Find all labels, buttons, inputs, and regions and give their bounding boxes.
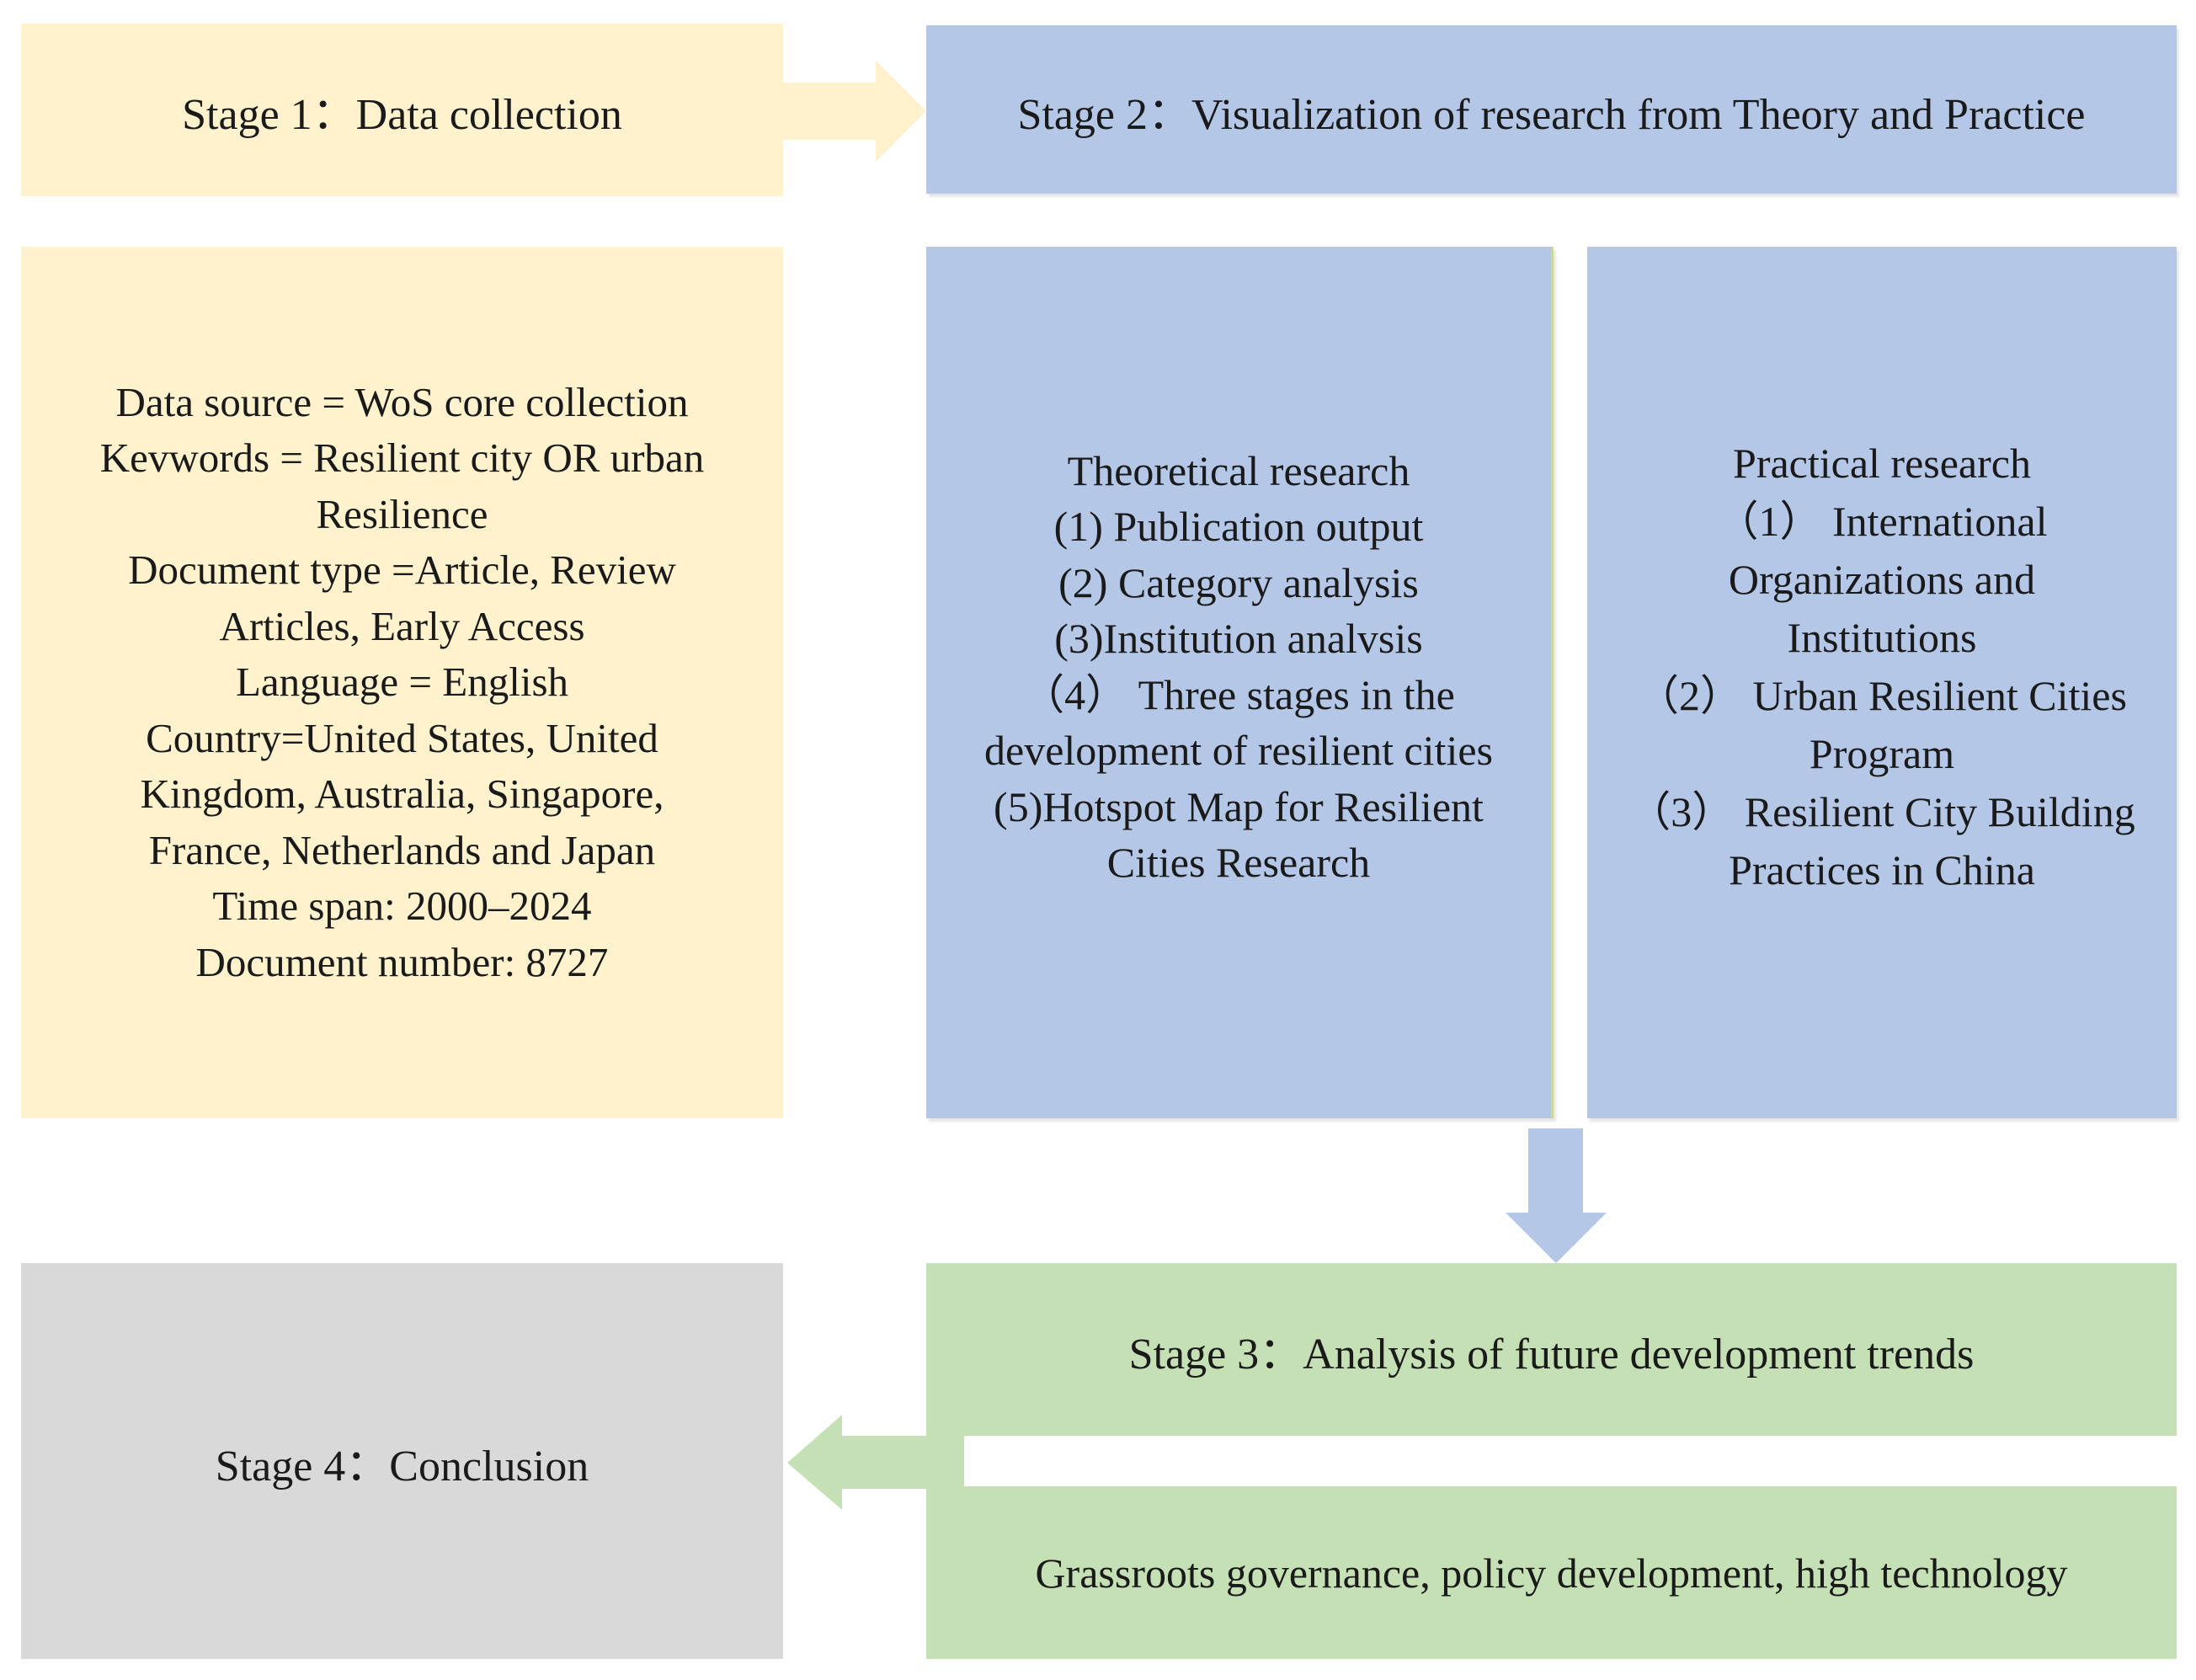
- theoretical-item: (1) Publication output: [1053, 503, 1424, 550]
- theoretical-research-box: Theoretical research (1) Publication out…: [926, 247, 1554, 1118]
- stage1-title: Stage 1：Data collection: [182, 91, 622, 139]
- theoretical-item: (2) Category analysis: [1058, 558, 1419, 606]
- practical-item: （2） Urban Resilient Cities: [1637, 671, 2127, 719]
- practical-research-list: Practical research （1） International Org…: [1628, 435, 2135, 899]
- stage1-details-box: Data source = WoS core collection Kevwor…: [21, 247, 783, 1118]
- stage1-detail-line: Resilience: [316, 490, 488, 537]
- stage1-detail-line: Kingdom, Australia, Singapore,: [140, 771, 664, 818]
- stage1-detail-line: Document type =Article, Review: [128, 547, 676, 594]
- stage3-title: Stage 3：Analysis of future development t…: [1128, 1331, 1975, 1379]
- theoretical-item: （4） Three stages in the: [1022, 670, 1455, 718]
- stage3-detail: Grassroots governance, policy developmen…: [1035, 1549, 2068, 1597]
- stage1-detail-line: Document number: 8727: [195, 938, 609, 985]
- stage3-header: Stage 3：Analysis of future development t…: [926, 1263, 2177, 1436]
- theoretical-item: development of resilient cities: [984, 727, 1493, 774]
- arrow-stage2-to-stage3: [1506, 1128, 1607, 1263]
- stage1-detail-line: Articles, Early Access: [219, 602, 585, 649]
- theoretical-research-list: Theoretical research (1) Publication out…: [984, 443, 1493, 891]
- stage1-detail-line: Language = English: [235, 659, 569, 706]
- stage1-detail-line: Kevwords = Resilient city OR urban: [99, 435, 705, 482]
- practical-item: （1） International: [1716, 497, 2048, 545]
- theoretical-item: (5)Hotspot Map for Resilient: [994, 782, 1484, 830]
- theoretical-item: (3)Institution analvsis: [1054, 615, 1423, 662]
- practical-research-box: Practical research （1） International Org…: [1587, 247, 2177, 1118]
- stage1-details: Data source = WoS core collection Kevwor…: [100, 375, 705, 991]
- stage3-detail-box: Grassroots governance, policy developmen…: [926, 1486, 2177, 1659]
- practical-item: （3） Resilient City Building: [1628, 787, 2135, 835]
- arrow-stage1-to-stage2: [783, 61, 926, 162]
- practical-item: Practices in China: [1729, 845, 2035, 893]
- stage1-detail-line: France, Netherlands and Japan: [148, 826, 656, 873]
- practical-item: Practical research: [1733, 439, 2031, 487]
- theoretical-item: Cities Research: [1106, 839, 1371, 886]
- stage4-box: Stage 4：Conclusion: [21, 1263, 783, 1659]
- practical-item: Organizations and: [1728, 555, 2036, 603]
- practical-item: Institutions: [1787, 613, 1977, 661]
- stage2-title: Stage 2：Visualization of research from T…: [1017, 90, 2086, 139]
- stage1-header: Stage 1：Data collection: [21, 24, 783, 196]
- stage1-detail-line: Country=United States, United: [146, 714, 658, 761]
- arrow-stage3-to-stage4: [787, 1415, 964, 1510]
- stage1-detail-line: Time span: 2000–2024: [212, 883, 592, 930]
- theoretical-item: Theoretical research: [1067, 446, 1410, 494]
- stage1-detail-line: Data source = WoS core collection: [115, 378, 689, 425]
- stage4-title: Stage 4：Conclusion: [215, 1442, 589, 1491]
- practical-item: Program: [1809, 729, 1955, 777]
- stage2-header: Stage 2：Visualization of research from T…: [926, 25, 2177, 194]
